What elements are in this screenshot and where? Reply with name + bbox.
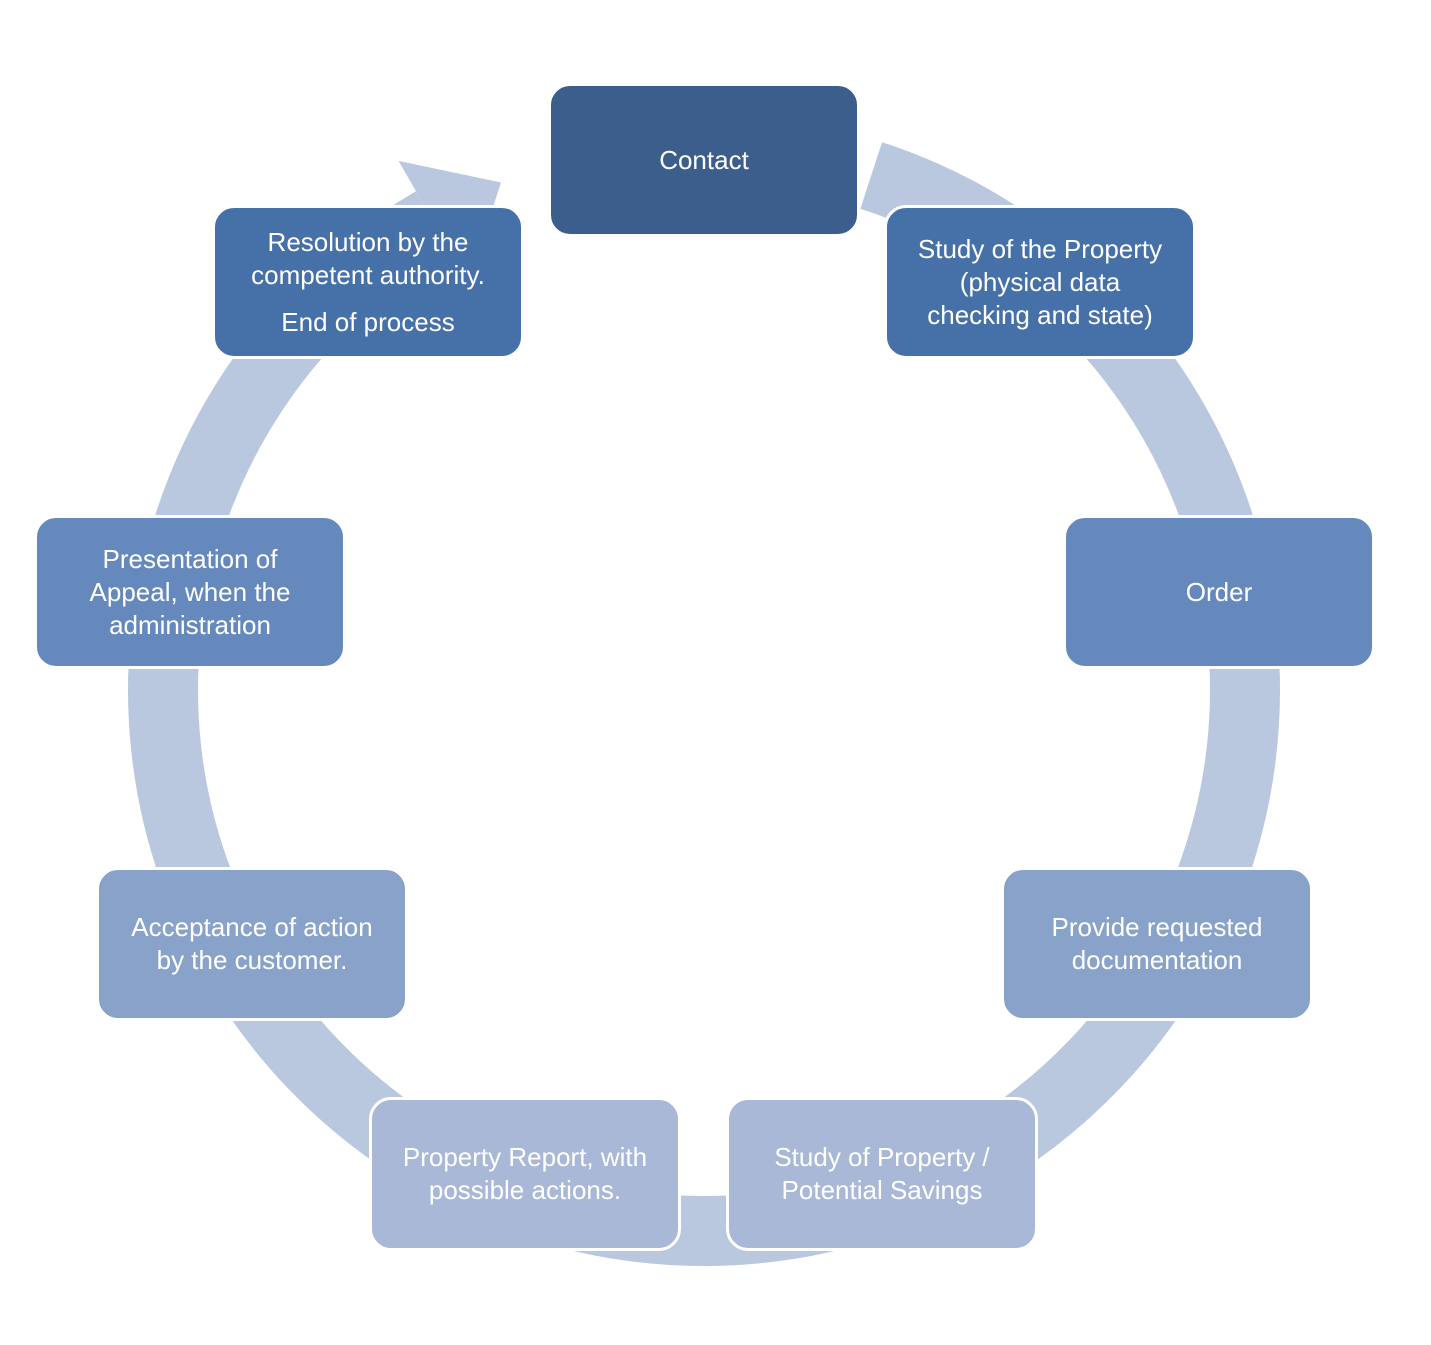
step-resolution-line-1: Resolution by the — [267, 226, 469, 257]
step-study-of-the-property-line-2: (physical data — [959, 266, 1121, 297]
step-acceptance-line-1: Acceptance of action — [131, 912, 373, 942]
step-study-potential-savings: Study of Property / Potential Savings — [726, 1097, 1038, 1251]
step-order-line-1: Order — [1185, 576, 1253, 607]
step-presentation-of-appeal-line-1: Presentation of — [102, 543, 278, 574]
step-resolution-end-of-process: End of process — [281, 306, 455, 337]
step-contact: Contact — [548, 83, 860, 237]
step-study-potential-savings-line-2: Potential Savings — [781, 1175, 983, 1205]
step-study-of-the-property-line-3: checking and state) — [927, 299, 1153, 330]
step-contact-line-1: Contact — [659, 144, 749, 175]
step-resolution-line-2: competent authority. — [251, 259, 485, 290]
step-provide-documentation: Provide requested documentation — [1001, 867, 1313, 1021]
step-acceptance-line-2: by the customer. — [156, 945, 348, 975]
step-study-of-the-property: Study of the Property (physical data che… — [884, 205, 1196, 359]
step-property-report: Property Report, with possible actions. — [369, 1097, 681, 1251]
step-study-of-the-property-line-1: Study of the Property — [917, 233, 1163, 264]
step-order: Order — [1063, 515, 1375, 669]
step-provide-documentation-line-1: Provide requested — [1051, 912, 1263, 942]
step-study-potential-savings-line-1: Study of Property / — [774, 1142, 990, 1172]
step-presentation-of-appeal: Presentation of Appeal, when the adminis… — [34, 515, 346, 669]
step-acceptance: Acceptance of action by the customer. — [96, 867, 408, 1021]
step-provide-documentation-line-2: documentation — [1071, 945, 1243, 975]
step-property-report-line-1: Property Report, with — [402, 1142, 648, 1172]
step-resolution: Resolution by the competent authority. E… — [212, 205, 524, 359]
step-property-report-line-2: possible actions. — [428, 1175, 622, 1205]
step-presentation-of-appeal-line-2: Appeal, when the — [89, 576, 291, 607]
step-presentation-of-appeal-line-3: administration — [109, 609, 271, 640]
